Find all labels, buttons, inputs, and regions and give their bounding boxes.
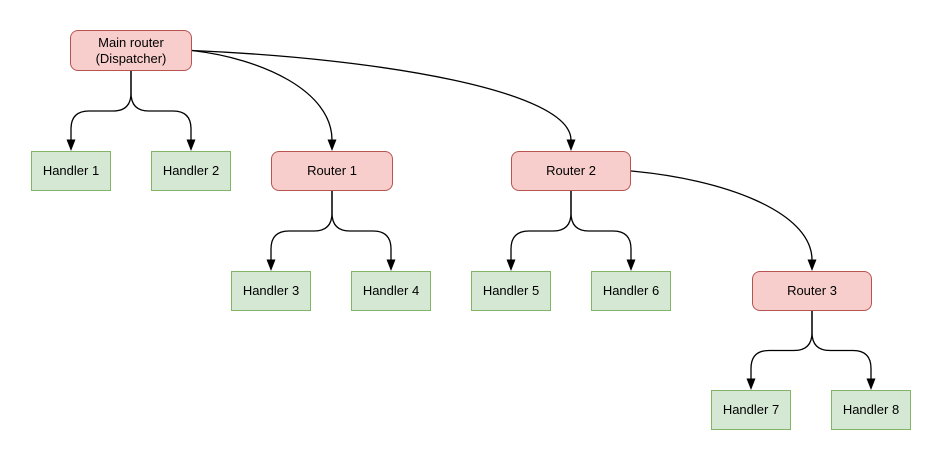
arrowhead-r3-to-h8 xyxy=(866,378,876,390)
node-router-1: Router 1 xyxy=(271,151,393,191)
arrowhead-r3-to-h7 xyxy=(746,378,756,390)
edge-r1-to-h4 xyxy=(331,191,392,260)
edge-main-to-r1 xyxy=(191,49,333,141)
node-handler-4: Handler 4 xyxy=(351,271,431,311)
arrowhead-main-to-h2 xyxy=(186,139,196,151)
edge-r2-to-r3 xyxy=(630,170,813,261)
edge-main-to-r2 xyxy=(191,49,572,141)
edge-r1-to-h3 xyxy=(270,191,333,260)
arrowhead-main-to-r1 xyxy=(327,139,337,151)
node-handler-3: Handler 3 xyxy=(231,271,311,311)
node-router-3: Router 3 xyxy=(752,271,872,311)
edge-r2-to-h6 xyxy=(570,191,632,260)
arrowhead-r2-to-h6 xyxy=(626,259,636,271)
edge-r2-to-h5 xyxy=(510,191,572,260)
node-handler-7: Handler 7 xyxy=(711,390,791,430)
arrowhead-r1-to-h3 xyxy=(266,259,276,271)
edge-r3-to-h7 xyxy=(750,311,813,379)
edge-r3-to-h8 xyxy=(811,311,872,379)
node-handler-5: Handler 5 xyxy=(471,271,551,311)
edge-main-to-h2 xyxy=(130,71,192,140)
arrowhead-r2-to-h5 xyxy=(506,259,516,271)
node-handler-8: Handler 8 xyxy=(831,390,911,430)
arrowhead-r2-to-r3 xyxy=(807,259,817,271)
arrowhead-main-to-h1 xyxy=(66,139,76,151)
arrowhead-main-to-r2 xyxy=(566,139,576,151)
node-handler-1: Handler 1 xyxy=(31,151,111,191)
edge-main-to-h1 xyxy=(70,71,132,140)
node-router-2: Router 2 xyxy=(511,151,631,191)
node-handler-6: Handler 6 xyxy=(591,271,671,311)
node-main-router-dispatcher: Main router (Dispatcher) xyxy=(70,30,192,71)
node-handler-2: Handler 2 xyxy=(151,151,231,191)
arrowhead-r1-to-h4 xyxy=(386,259,396,271)
